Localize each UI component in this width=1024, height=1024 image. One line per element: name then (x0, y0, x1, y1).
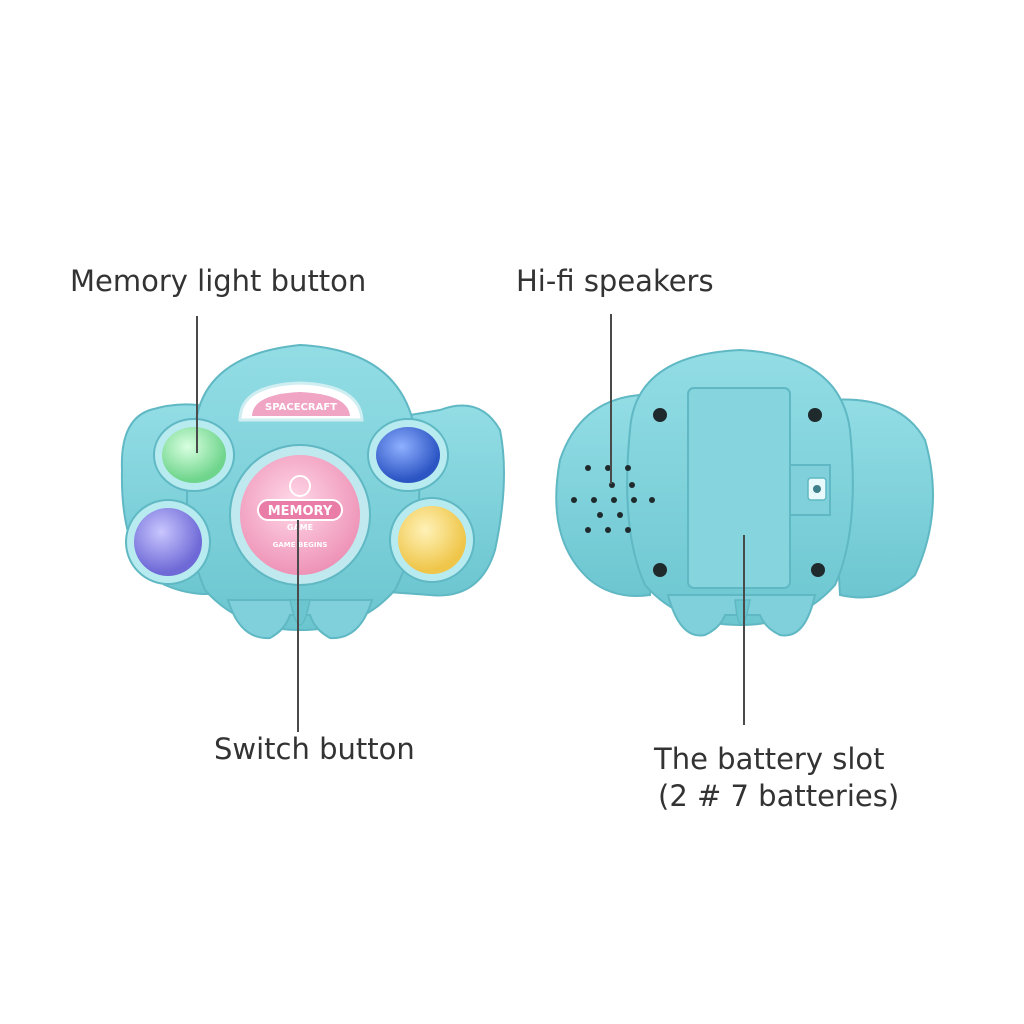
badge-text: SPACECRAFT (265, 402, 337, 413)
speaker-grille-icon (571, 465, 655, 533)
blue-memory-button[interactable] (367, 418, 449, 492)
purple-memory-button[interactable] (125, 499, 211, 585)
screw-icon (653, 408, 825, 577)
back-device (555, 348, 934, 637)
battery-count-label: (2 # 7 batteries) (658, 779, 900, 813)
spacecraft-badge: SPACECRAFT (238, 381, 364, 422)
speakers-leader-line (610, 314, 612, 484)
switch-subtitle: GAME (287, 523, 313, 532)
front-device: SPACECRAFT (120, 343, 505, 640)
battery-cover-icon[interactable] (687, 387, 831, 589)
yellow-memory-button[interactable] (389, 497, 475, 583)
switch-button-leader-line (297, 520, 299, 732)
switch-title: MEMORY (268, 504, 333, 519)
memory-light-button-label: Memory light button (70, 264, 367, 298)
switch-button[interactable]: MEMORY GAME GAME BEGINS (229, 444, 371, 586)
hifi-speakers-label: Hi-fi speakers (516, 264, 714, 298)
switch-button-label: Switch button (214, 732, 415, 766)
switch-caption: GAME BEGINS (273, 541, 328, 549)
battery-slot-label: The battery slot (654, 742, 885, 776)
green-memory-button[interactable] (153, 418, 235, 492)
battery-slot-leader-line (743, 535, 745, 725)
memory-light-leader-line (196, 316, 198, 453)
